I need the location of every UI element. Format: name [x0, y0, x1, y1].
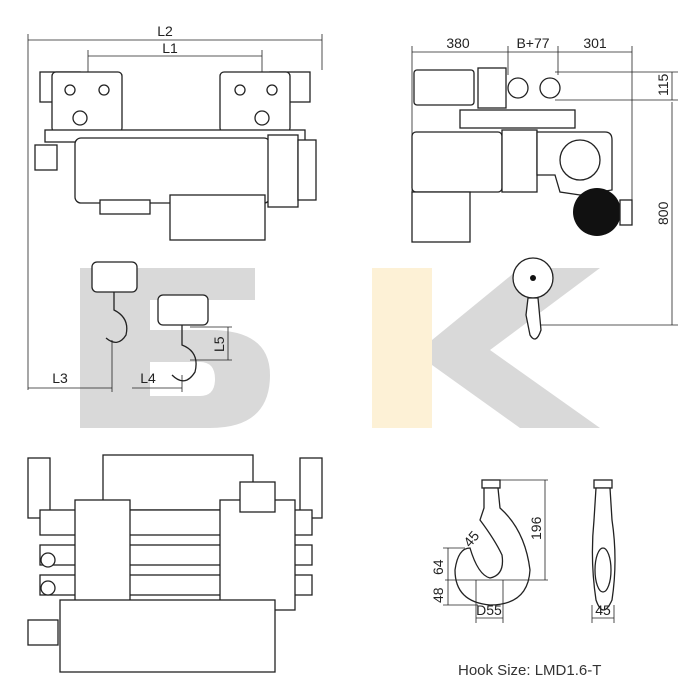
dim-301: 301 [583, 35, 607, 51]
hook-size-caption: Hook Size: LMD1.6-T [458, 662, 601, 679]
side-view: 380 B+77 301 115 800 [411, 35, 678, 340]
hook-detail: 196 64 48 45 D55 45 Hook Size: LMD1.6-T [430, 479, 616, 679]
dim-l4: L4 [140, 370, 156, 386]
dim-hook-196: 196 [528, 516, 544, 540]
dim-b-plus-77: B+77 [516, 35, 549, 51]
dim-hook-angle-45: 45 [460, 528, 482, 550]
watermark-logo [80, 268, 600, 428]
front-view: L2 L1 L3 L4 L5 [27, 23, 323, 392]
dim-l5: L5 [211, 336, 227, 352]
dim-hook-48: 48 [430, 587, 446, 603]
dim-hook-d55: D55 [476, 602, 502, 618]
dim-380: 380 [446, 35, 470, 51]
dim-800: 800 [655, 201, 671, 225]
dim-l1: L1 [162, 40, 178, 56]
dim-115: 115 [655, 73, 671, 96]
dim-hook-64: 64 [430, 559, 446, 575]
top-view [27, 454, 323, 673]
dim-hook-width-45: 45 [595, 602, 611, 618]
dim-l3: L3 [52, 370, 68, 386]
dim-l2: L2 [157, 23, 173, 39]
